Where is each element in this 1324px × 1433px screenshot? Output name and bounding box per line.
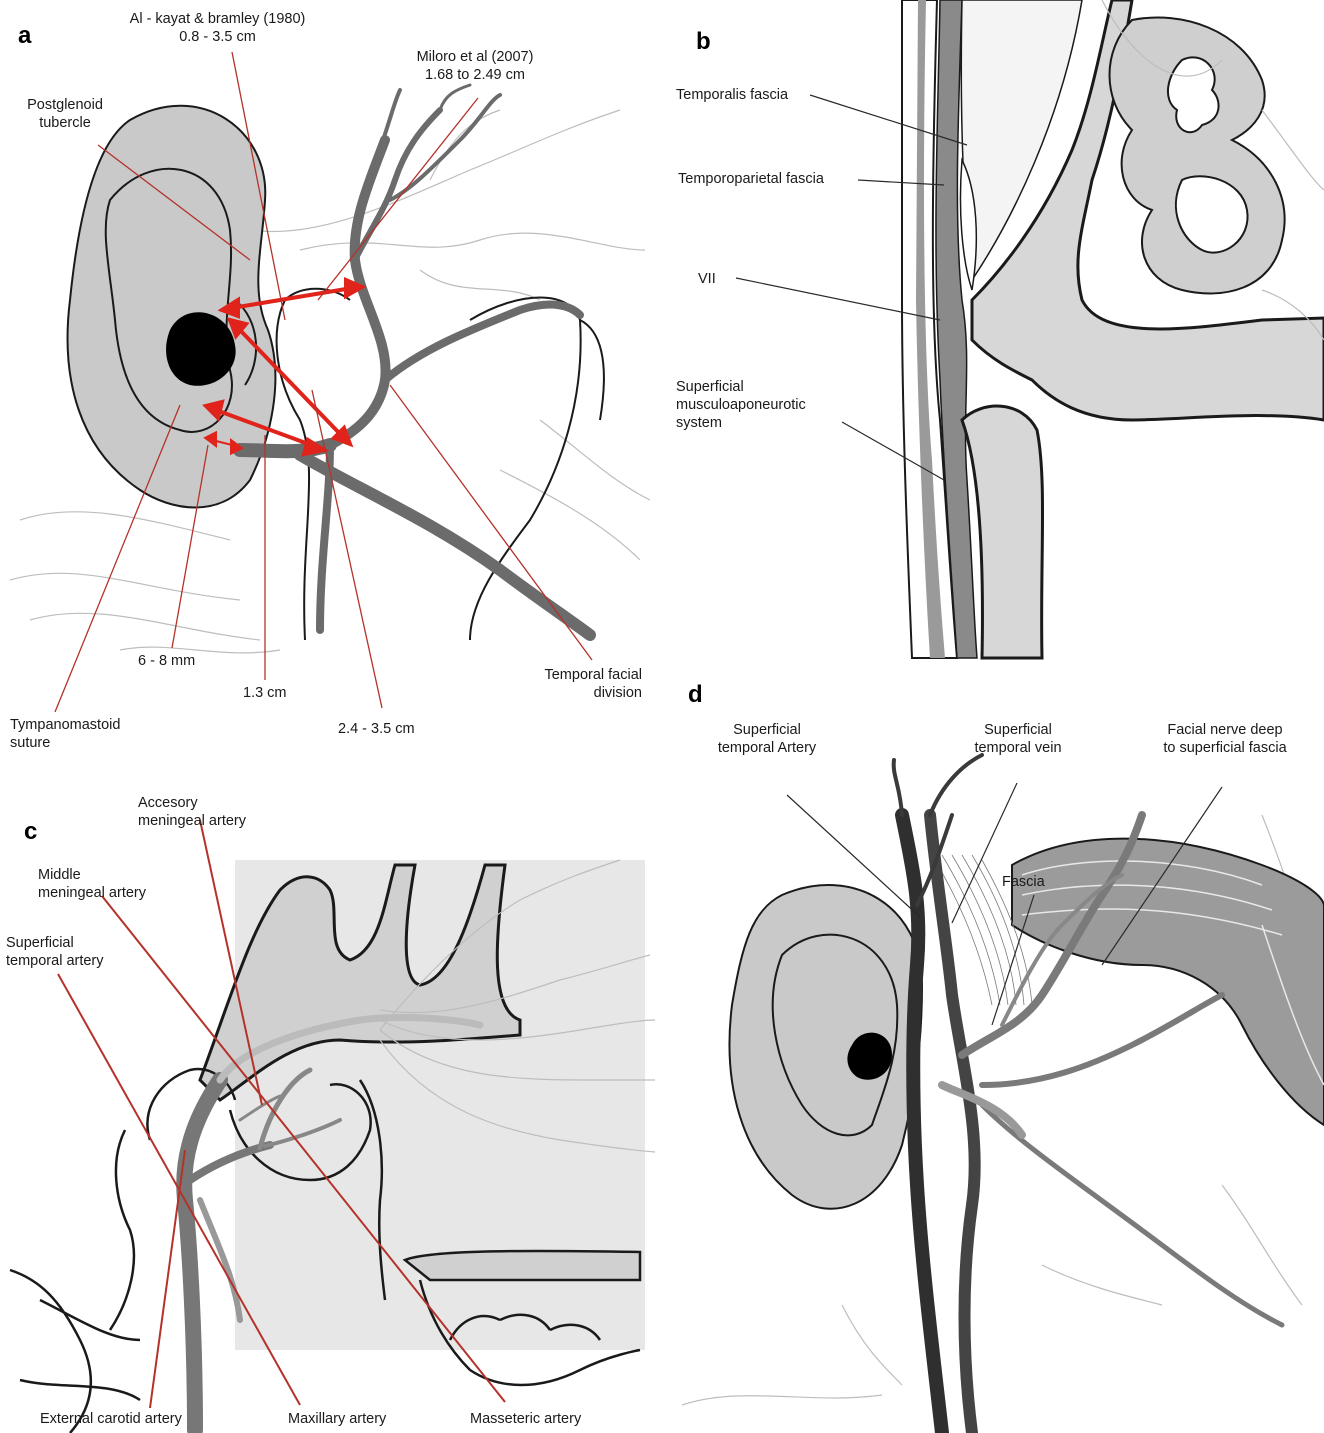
label-temporoparietal-fascia: Temporoparietal fascia xyxy=(678,170,824,188)
label-fascia: Fascia xyxy=(1002,873,1045,891)
label-superficial-temporal-vein: Superficial temporal vein xyxy=(958,721,1078,757)
facial-nerve xyxy=(240,85,590,635)
label-maxillary: Maxillary artery xyxy=(288,1410,386,1428)
label-temporalis-fascia: Temporalis fascia xyxy=(676,86,788,104)
label-masseteric: Masseteric artery xyxy=(470,1410,581,1428)
label-facial-nerve: Facial nerve deep to superficial fascia xyxy=(1140,721,1310,757)
panel-c-label: c xyxy=(24,818,37,846)
label-al-kayat: Al - kayat & bramley (1980) 0.8 - 3.5 cm xyxy=(100,10,335,46)
label-6-8-mm: 6 - 8 mm xyxy=(138,652,195,670)
panel-a-label: a xyxy=(18,22,31,50)
panel-c: c Accesory meningeal artery Middle menin… xyxy=(0,780,660,1433)
label-external-carotid: External carotid artery xyxy=(40,1410,182,1428)
ear-d xyxy=(730,885,923,1209)
panel-d: d Superficial temporal Artery Superficia… xyxy=(662,665,1324,1433)
label-miloro: Miloro et al (2007) 1.68 to 2.49 cm xyxy=(385,48,565,84)
panel-b: b Temporalis fascia Temporoparietal fasc… xyxy=(662,0,1324,665)
brain-gyri xyxy=(1110,18,1285,294)
panel-b-label: b xyxy=(696,28,711,56)
label-1-3-cm: 1.3 cm xyxy=(243,684,287,702)
panel-d-label: d xyxy=(688,681,703,709)
label-superficial-temporal-artery: Superficial temporal artery xyxy=(6,934,104,970)
label-vii: VII xyxy=(698,270,716,288)
label-tympanomastoid: Tympanomastoid suture xyxy=(10,716,120,752)
muscle xyxy=(1012,839,1324,1125)
panel-d-illustration xyxy=(662,665,1324,1433)
label-2-4-3-5-cm: 2.4 - 3.5 cm xyxy=(338,720,415,738)
label-middle-meningeal: Middle meningeal artery xyxy=(38,866,146,902)
label-accessory-meningeal: Accesory meningeal artery xyxy=(138,794,246,830)
label-postglenoid: Postglenoid tubercle xyxy=(10,96,120,132)
label-superficial-temporal-artery-d: Superficial temporal Artery xyxy=(692,721,842,757)
label-smas: Superficial musculoaponeurotic system xyxy=(676,378,806,432)
label-temporal-facial-division: Temporal facial division xyxy=(500,666,642,702)
panel-a: a Al - kayat & bramley (1980) 0.8 - 3.5 … xyxy=(0,0,660,780)
